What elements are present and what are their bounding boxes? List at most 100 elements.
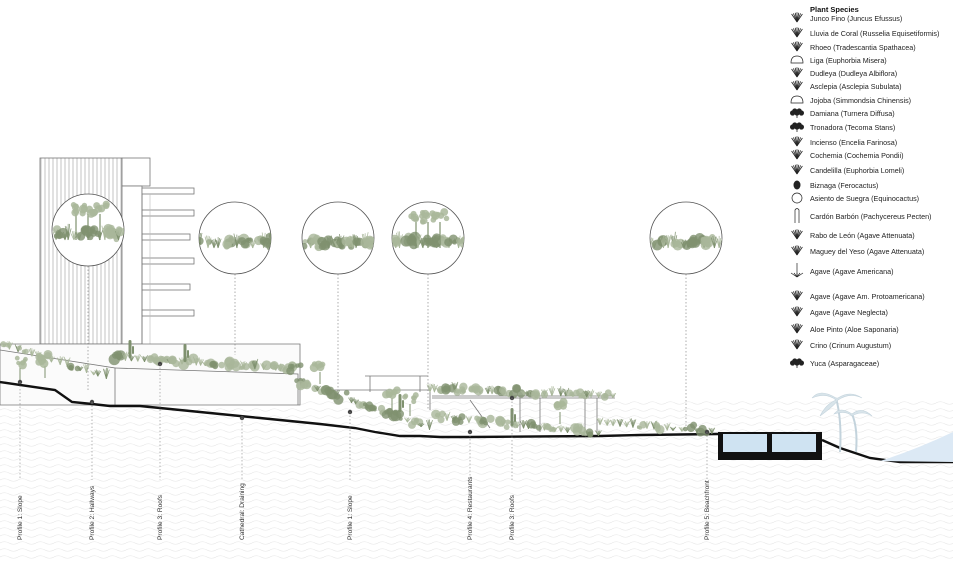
planting-callout-3	[301, 201, 375, 275]
aloe-icon	[791, 323, 803, 334]
legend-item: Incienso (Encelia Farinosa)	[791, 136, 897, 147]
legend-item: Cochemia (Cochemia Pondii)	[791, 149, 903, 160]
legend-item-label: Cardón Barbón (Pachycereus Pecten)	[810, 212, 931, 221]
legend-item: Lluvia de Coral (Russelia Equisetiformis…	[791, 27, 939, 38]
planting-callout-2	[198, 201, 272, 275]
legend-item: Biznaga (Ferocactus)	[793, 180, 878, 190]
legend-item: Dudleya (Dudleya Albiflora)	[791, 67, 897, 78]
ground-line	[0, 380, 719, 439]
profile-marker-7: Profile 3: Roofs	[509, 398, 516, 540]
columnar-cactus-icon	[794, 208, 800, 223]
legend-item-label: Agave (Agave Am. Protoamericana)	[810, 292, 925, 301]
round-cactus-icon	[791, 192, 803, 204]
agave-tall-icon	[791, 306, 803, 317]
legend-item-label: Incienso (Encelia Farinosa)	[810, 138, 897, 147]
legend-item-label: Cochemia (Cochemia Pondii)	[810, 151, 903, 160]
legend-item-label: Damiana (Turnera Diffusa)	[810, 109, 895, 118]
legend-item: Asiento de Suegra (Equinocactus)	[791, 192, 919, 204]
profile-marker-6: Profile 4: Restaurants	[467, 432, 474, 540]
planting-callouts	[51, 193, 723, 275]
planting-callout-4	[391, 201, 465, 275]
underground-hatch	[0, 398, 953, 561]
yucca-icon	[790, 358, 805, 368]
legend-item: Agave (Agave Americana)	[790, 263, 894, 278]
legend-title: Plant Species	[810, 5, 859, 14]
legend-item-label: Liga (Euphorbia Misera)	[810, 56, 887, 65]
spiky-rosette-icon	[791, 41, 803, 52]
profile-marker-5: Profile 1: Slope	[347, 412, 354, 540]
legend-item: Jojoba (Simmondsia Chinensis)	[790, 95, 911, 105]
terrace-structures	[0, 343, 615, 432]
profile-label: Profile 1: Slope	[17, 495, 24, 540]
profile-marker-8: Profile 5: Beachfront	[704, 432, 711, 540]
legend-item-label: Dudleya (Dudleya Albiflora)	[810, 69, 897, 78]
reed-stems-icon	[791, 80, 803, 91]
legend-item: Candelilla (Euphorbia Lomeli)	[791, 164, 904, 175]
legend-item-label: Crino (Crinum Augustum)	[810, 341, 891, 350]
barrel-cactus-icon	[793, 180, 801, 190]
legend-item: Agave (Agave Neglecta)	[791, 306, 888, 317]
profile-marker-4: Cathedral: Draining	[239, 418, 246, 540]
beach-palms	[811, 392, 873, 453]
profile-label: Profile 3: Roofs	[157, 494, 164, 540]
candle-stems-icon	[791, 164, 803, 175]
legend-item-label: Aloe Pinto (Aloe Saponaria)	[810, 325, 899, 334]
profile-marker-1: Profile 1: Slope	[17, 382, 24, 540]
legend-item-label: Asiento de Suegra (Equinocactus)	[810, 194, 919, 203]
profile-label: Profile 3: Roofs	[509, 494, 516, 540]
profile-marker-2: Profile 2: Hallways	[89, 402, 96, 540]
legend-item: Crino (Crinum Augustum)	[791, 339, 891, 350]
legend-item-label: Tronadora (Tecoma Stans)	[810, 123, 895, 132]
section-vegetation	[0, 340, 716, 438]
mound-shrub-icon	[790, 95, 804, 104]
dense-shrub-icon	[790, 108, 805, 118]
succulent-cluster-icon	[791, 67, 803, 78]
plant-species-legend: Plant Species Junco Fino (Juncus Efussus…	[790, 5, 939, 368]
profile-labels: Profile 1: Slope Profile 2: Hallways Profi…	[17, 364, 711, 540]
profile-label: Profile 2: Hallways	[89, 485, 96, 540]
crinum-icon	[791, 339, 803, 350]
planting-callout-1	[51, 193, 125, 267]
callout-connectors	[87, 266, 687, 428]
agave-spread-icon	[791, 245, 803, 256]
profile-label: Profile 1: Slope	[347, 495, 354, 540]
legend-item: Agave (Agave Am. Protoamericana)	[791, 290, 925, 301]
legend-item: Damiana (Turnera Diffusa)	[790, 108, 895, 118]
fern-bush-icon	[791, 27, 803, 38]
legend-item-label: Lluvia de Coral (Russelia Equisetiformis…	[810, 29, 939, 38]
legend-item: Junco Fino (Juncus Efussus)	[791, 12, 902, 23]
legend-item-label: Jojoba (Simmondsia Chinensis)	[810, 96, 911, 105]
profile-label: Profile 5: Beachfront	[704, 480, 711, 540]
legend-item: Rabo de León (Agave Attenuata)	[791, 229, 915, 240]
low-shrub-icon	[791, 136, 803, 147]
legend-item: Cardón Barbón (Pachycereus Pecten)	[794, 208, 931, 223]
cactus-cluster-icon	[791, 149, 803, 160]
legend-item: Aloe Pinto (Aloe Saponaria)	[791, 323, 899, 334]
tree-crown-icon	[790, 122, 805, 132]
legend-item-label: Asclepia (Asclepia Subulata)	[810, 82, 902, 91]
legend-item: Liga (Euphorbia Misera)	[790, 55, 887, 65]
profile-label: Profile 4: Restaurants	[467, 476, 474, 540]
legend-item-label: Maguey del Yeso (Agave Attenuata)	[810, 247, 924, 256]
legend-item-label: Candelilla (Euphorbia Lomeli)	[810, 166, 904, 175]
legend-item: Yuca (Asparagaceae)	[790, 358, 879, 368]
legend-item-label: Agave (Agave Neglecta)	[810, 308, 888, 317]
planting-callout-5	[649, 201, 723, 275]
legend-item: Rhoeo (Tradescantia Spathacea)	[791, 41, 916, 52]
grass-tuft-icon	[791, 12, 803, 23]
legend-item: Tronadora (Tecoma Stans)	[790, 122, 895, 132]
legend-item: Maguey del Yeso (Agave Attenuata)	[791, 245, 924, 256]
cloud-shrub-icon	[790, 55, 804, 64]
profile-label: Cathedral: Draining	[239, 483, 246, 540]
legend-item-label: Rabo de León (Agave Attenuata)	[810, 231, 915, 240]
legend-item: Asclepia (Asclepia Subulata)	[791, 80, 902, 91]
legend-item-label: Yuca (Asparagaceae)	[810, 359, 879, 368]
agave-wide-icon	[791, 290, 803, 301]
beachfront-pool	[718, 432, 953, 464]
agave-rosette-icon	[791, 229, 803, 240]
legend-item-label: Junco Fino (Juncus Efussus)	[810, 14, 902, 23]
profile-marker-3: Profile 3: Roofs	[157, 364, 164, 540]
agave-flower-icon	[790, 263, 804, 278]
